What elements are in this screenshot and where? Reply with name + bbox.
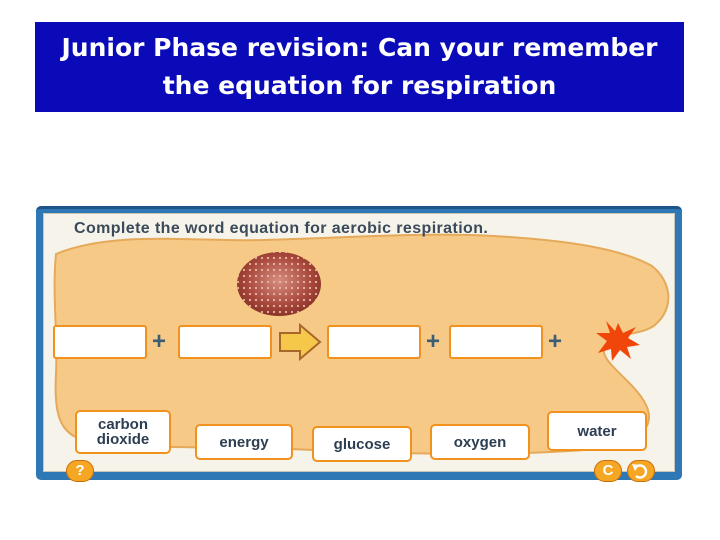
slide-title: Junior Phase revision: Can your remember… [35,22,684,112]
instruction-text: Complete the word equation for aerobic r… [74,220,489,237]
equation-slot-1[interactable] [53,325,147,359]
word-card-oxygen[interactable]: oxygen [430,424,530,460]
plus-sign: + [547,328,562,355]
word-card-energy[interactable]: energy [195,424,293,460]
help-button[interactable]: ? [66,460,94,482]
undo-icon [632,464,648,479]
word-card-glucose[interactable]: glucose [312,426,412,462]
activity-frame: Complete the word equation for aerobic r… [36,206,682,482]
arrow-right-icon [279,322,322,362]
slide-title-line-1: Junior Phase revision: Can your remember [61,33,658,62]
equation-slot-2[interactable] [178,325,272,359]
word-card-carbon-dioxide[interactable]: carbon dioxide [75,410,171,454]
slide-title-line-2: the equation for respiration [162,71,557,100]
plus-sign: + [425,328,440,355]
equation-slot-3[interactable] [327,325,421,359]
undo-button[interactable] [627,460,655,482]
activity-panel: Complete the word equation for aerobic r… [43,213,675,482]
word-card-water[interactable]: water [547,411,647,451]
equation-slot-4[interactable] [449,325,543,359]
reset-button[interactable]: C [594,460,622,482]
plus-sign: + [151,328,166,355]
energy-burst-icon [596,321,640,361]
